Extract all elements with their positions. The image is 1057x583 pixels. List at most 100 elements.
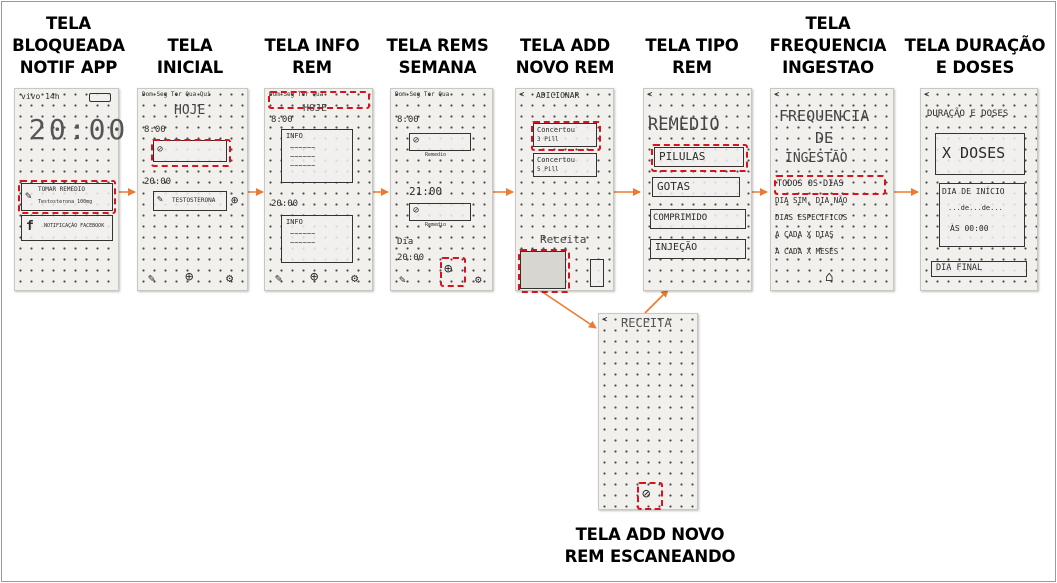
info-card-2[interactable]: INFO ~~~~~~~~~~~~ — [281, 215, 353, 263]
option-comprimido[interactable]: COMPRIMIDO — [650, 209, 746, 229]
highlight-receita — [518, 249, 570, 293]
option-label: INJEÇÃO — [655, 242, 698, 253]
header-ingestao: INGESTÃO — [785, 151, 848, 166]
time-8: 8:00 — [144, 125, 166, 135]
nav-pill-icon[interactable]: ✎ — [275, 271, 283, 285]
time-8: 8:00 — [397, 115, 419, 125]
week-card-2[interactable]: ⊘ — [409, 203, 471, 221]
highlight-notification — [18, 180, 116, 214]
pill-icon: ✎ — [25, 189, 32, 202]
header-de: DE — [815, 129, 834, 147]
doses-box[interactable]: X DOSES — [935, 133, 1025, 175]
time-20: 20:00 — [397, 253, 425, 263]
inicio-box[interactable]: DIA DE INÍCIO ...de...de... ÀS 00:00 — [939, 183, 1025, 247]
option-label: Concertou — [537, 126, 575, 134]
home-icon[interactable]: ⌂ — [825, 269, 834, 285]
highlight-todos-dias — [774, 175, 886, 195]
fb-notif-text: NOTIFICAÇÃO FACEBOOK — [44, 223, 105, 229]
option-sub: 3 Pill — [537, 136, 559, 143]
status-bar-text: vivo 14h — [21, 92, 60, 101]
notif-sub: Testosterona 100mg — [38, 199, 93, 205]
lock-time: 20:00 — [29, 113, 129, 146]
highlight-add-button — [440, 257, 466, 287]
nav-add-icon[interactable]: ⊕ — [444, 261, 453, 277]
header-hoje: HOJE — [174, 103, 206, 118]
nav-settings-icon[interactable]: ⚙ — [351, 271, 359, 285]
header-remedio: REMEDIO — [648, 115, 720, 135]
option-dias-especificos[interactable]: DIAS ESPECIFICOS — [775, 213, 848, 222]
battery-icon — [89, 93, 111, 102]
nav-home-icon[interactable]: ⊕ — [310, 269, 319, 285]
dia-label: Dia — [397, 237, 414, 247]
info-label: INFO — [286, 218, 303, 226]
option-dia-sim-nao[interactable]: DIA SIM, DIA NÃO — [775, 196, 848, 205]
option-concertou-1[interactable]: Concertou 3 Pill — [533, 123, 597, 147]
highlight-calendar — [268, 91, 370, 109]
calendar-row: Dom Seg Ter Qua Qui — [142, 91, 211, 98]
option-label: PILULAS — [659, 150, 706, 163]
nav-settings-icon[interactable]: ⚙ — [226, 271, 234, 285]
nav-pill-icon[interactable]: ✎ — [148, 271, 156, 285]
receita-thumbnail[interactable] — [520, 251, 566, 289]
hora-value: ÀS 00:00 — [950, 224, 989, 233]
back-icon[interactable]: < — [647, 90, 653, 100]
highlight-reminder — [151, 139, 231, 167]
option-cada-x-meses[interactable]: A CADA X MESES — [775, 247, 839, 256]
time-20: 20:00 — [144, 177, 172, 187]
week-card-1[interactable]: ⊘ — [409, 133, 471, 151]
arrow-escaneando-to-tipo — [644, 289, 669, 314]
header-receita: RECEITA — [621, 316, 672, 330]
time-8: 8:00 — [271, 115, 293, 125]
pill-icon: ✎ — [157, 194, 164, 205]
option-todos-dias[interactable]: TODOS OS DIAS — [777, 179, 844, 189]
notif-title: TOMAR REMEDIO — [38, 186, 85, 193]
option-gotas[interactable]: GOTAS — [652, 177, 740, 197]
dia-final-label: DIA FINAL — [936, 263, 983, 273]
arrow-add-to-escaneando — [537, 288, 597, 329]
reminder-card-2[interactable]: ✎ TESTOSTERONA — [153, 191, 227, 211]
add-icon[interactable]: ⊕ — [231, 193, 239, 207]
info-label: INFO — [286, 132, 303, 140]
option-concertou-2[interactable]: Concertou 5 Pill — [533, 153, 597, 177]
header-duracao: DURAÇÃO E DOSES — [927, 109, 1009, 119]
back-icon[interactable]: < — [924, 90, 930, 100]
facebook-icon: f — [26, 219, 34, 234]
highlight-scan-button — [637, 482, 663, 510]
screen-tela-escaneando: < RECEITA ⊘ — [598, 313, 698, 510]
option-cada-x-dias[interactable]: A CADA X DIAS — [775, 230, 834, 239]
screen-tela-duracao: < DURAÇÃO E DOSES X DOSES DIA DE INÍCIO … — [920, 88, 1038, 291]
nav-settings-icon[interactable]: ⚙ — [475, 273, 482, 286]
item-label: TESTOSTERONA — [172, 197, 216, 204]
screen-tela-tipo-rem: < REMEDIO PILULAS GOTAS COMPRIMIDO INJEÇ… — [643, 88, 752, 291]
screen-tela-info-rem: Dom Seg Ter Qua HOJE 8:00 INFO ~~~~~~~~~… — [264, 88, 373, 291]
option-injecao[interactable]: INJEÇÃO — [650, 239, 746, 259]
time-20: 20:00 — [271, 199, 299, 209]
option-label: COMPRIMIDO — [653, 213, 708, 223]
scan-button-icon[interactable]: ⊘ — [642, 486, 651, 502]
back-icon[interactable]: < — [774, 90, 780, 100]
info-lines: ~~~~~~~~~~~~~~~~~~ — [290, 144, 316, 170]
doses-label: X DOSES — [942, 144, 1006, 162]
back-icon[interactable]: < — [602, 315, 608, 325]
info-card-1[interactable]: INFO ~~~~~~~~~~~~~~~~~~ — [281, 129, 353, 183]
back-icon[interactable]: < — [519, 90, 525, 100]
calendar-row: Dom Seg Ter Qua — [395, 91, 450, 98]
screen-tela-add-novo-rem: < ADICIONAR Concertou 3 Pill Concertou 5… — [515, 88, 614, 293]
screen-tela-frequencia: < FREQUENCIA DE INGESTÃO TODOS OS DIAS D… — [770, 88, 894, 291]
header-hoje: HOJE — [303, 103, 328, 114]
dia-final-box[interactable]: DIA FINAL — [931, 261, 1027, 277]
door-icon[interactable] — [590, 259, 604, 287]
header-frequencia: FREQUENCIA — [779, 107, 870, 125]
option-pilulas[interactable]: PILULAS — [654, 147, 744, 167]
notification-card[interactable]: ✎ TOMAR REMEDIO Testosterona 100mg — [21, 183, 113, 211]
nav-pill-icon[interactable]: ✎ — [399, 273, 406, 286]
pill-icon: ⊘ — [413, 135, 420, 146]
pill-icon: ⊘ — [413, 205, 420, 216]
nav-home-icon[interactable]: ⊕ — [185, 269, 194, 285]
